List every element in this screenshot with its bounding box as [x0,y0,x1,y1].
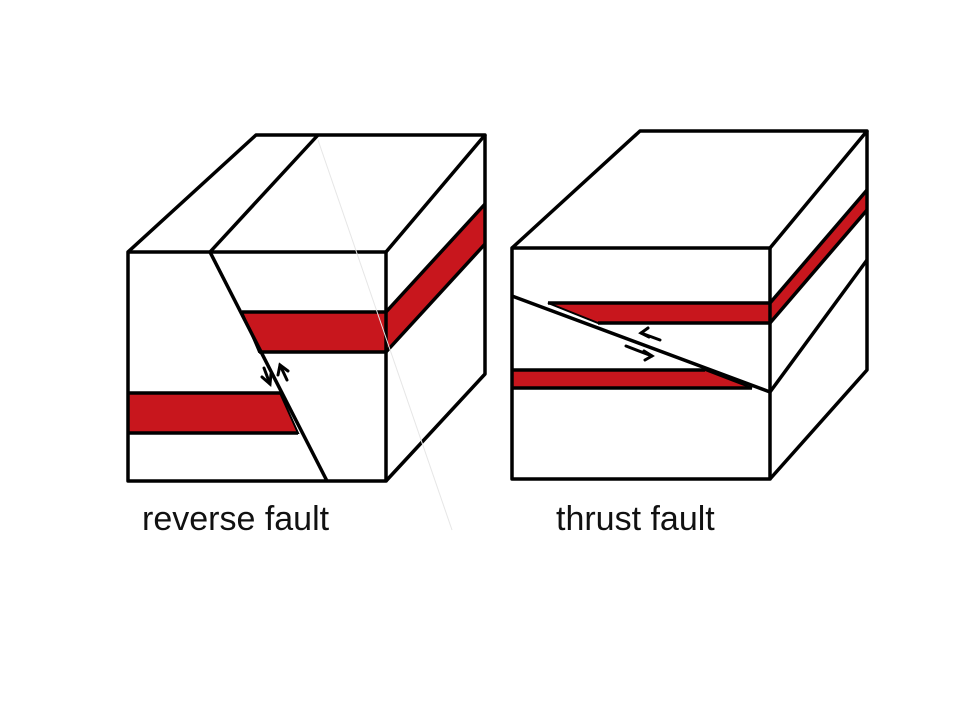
reverse-fault-top [208,133,320,254]
reverse-fault-caption: reverse fault [142,500,330,538]
reverse-red-layer-footwall [127,392,300,434]
reverse-red-layer-side [385,201,486,355]
thrust-front-face [510,246,772,481]
reverse-top-face [126,133,487,254]
thrust-top-face [510,129,869,250]
reverse-fault-plane [208,251,329,482]
thrust-red-layer-side [769,187,868,326]
reverse-front-face [126,250,388,483]
thrust-slip-arrows-icon [624,326,662,362]
reverse-slip-arrows-icon [260,362,290,388]
reverse-fault-block [126,133,487,531]
reverse-red-layer-hangingwall [240,311,387,353]
thrust-fault-block [510,129,869,481]
reverse-side-face [384,135,487,483]
thrust-fault-plane [511,294,771,394]
thrust-fault-caption: thrust fault [556,500,715,538]
